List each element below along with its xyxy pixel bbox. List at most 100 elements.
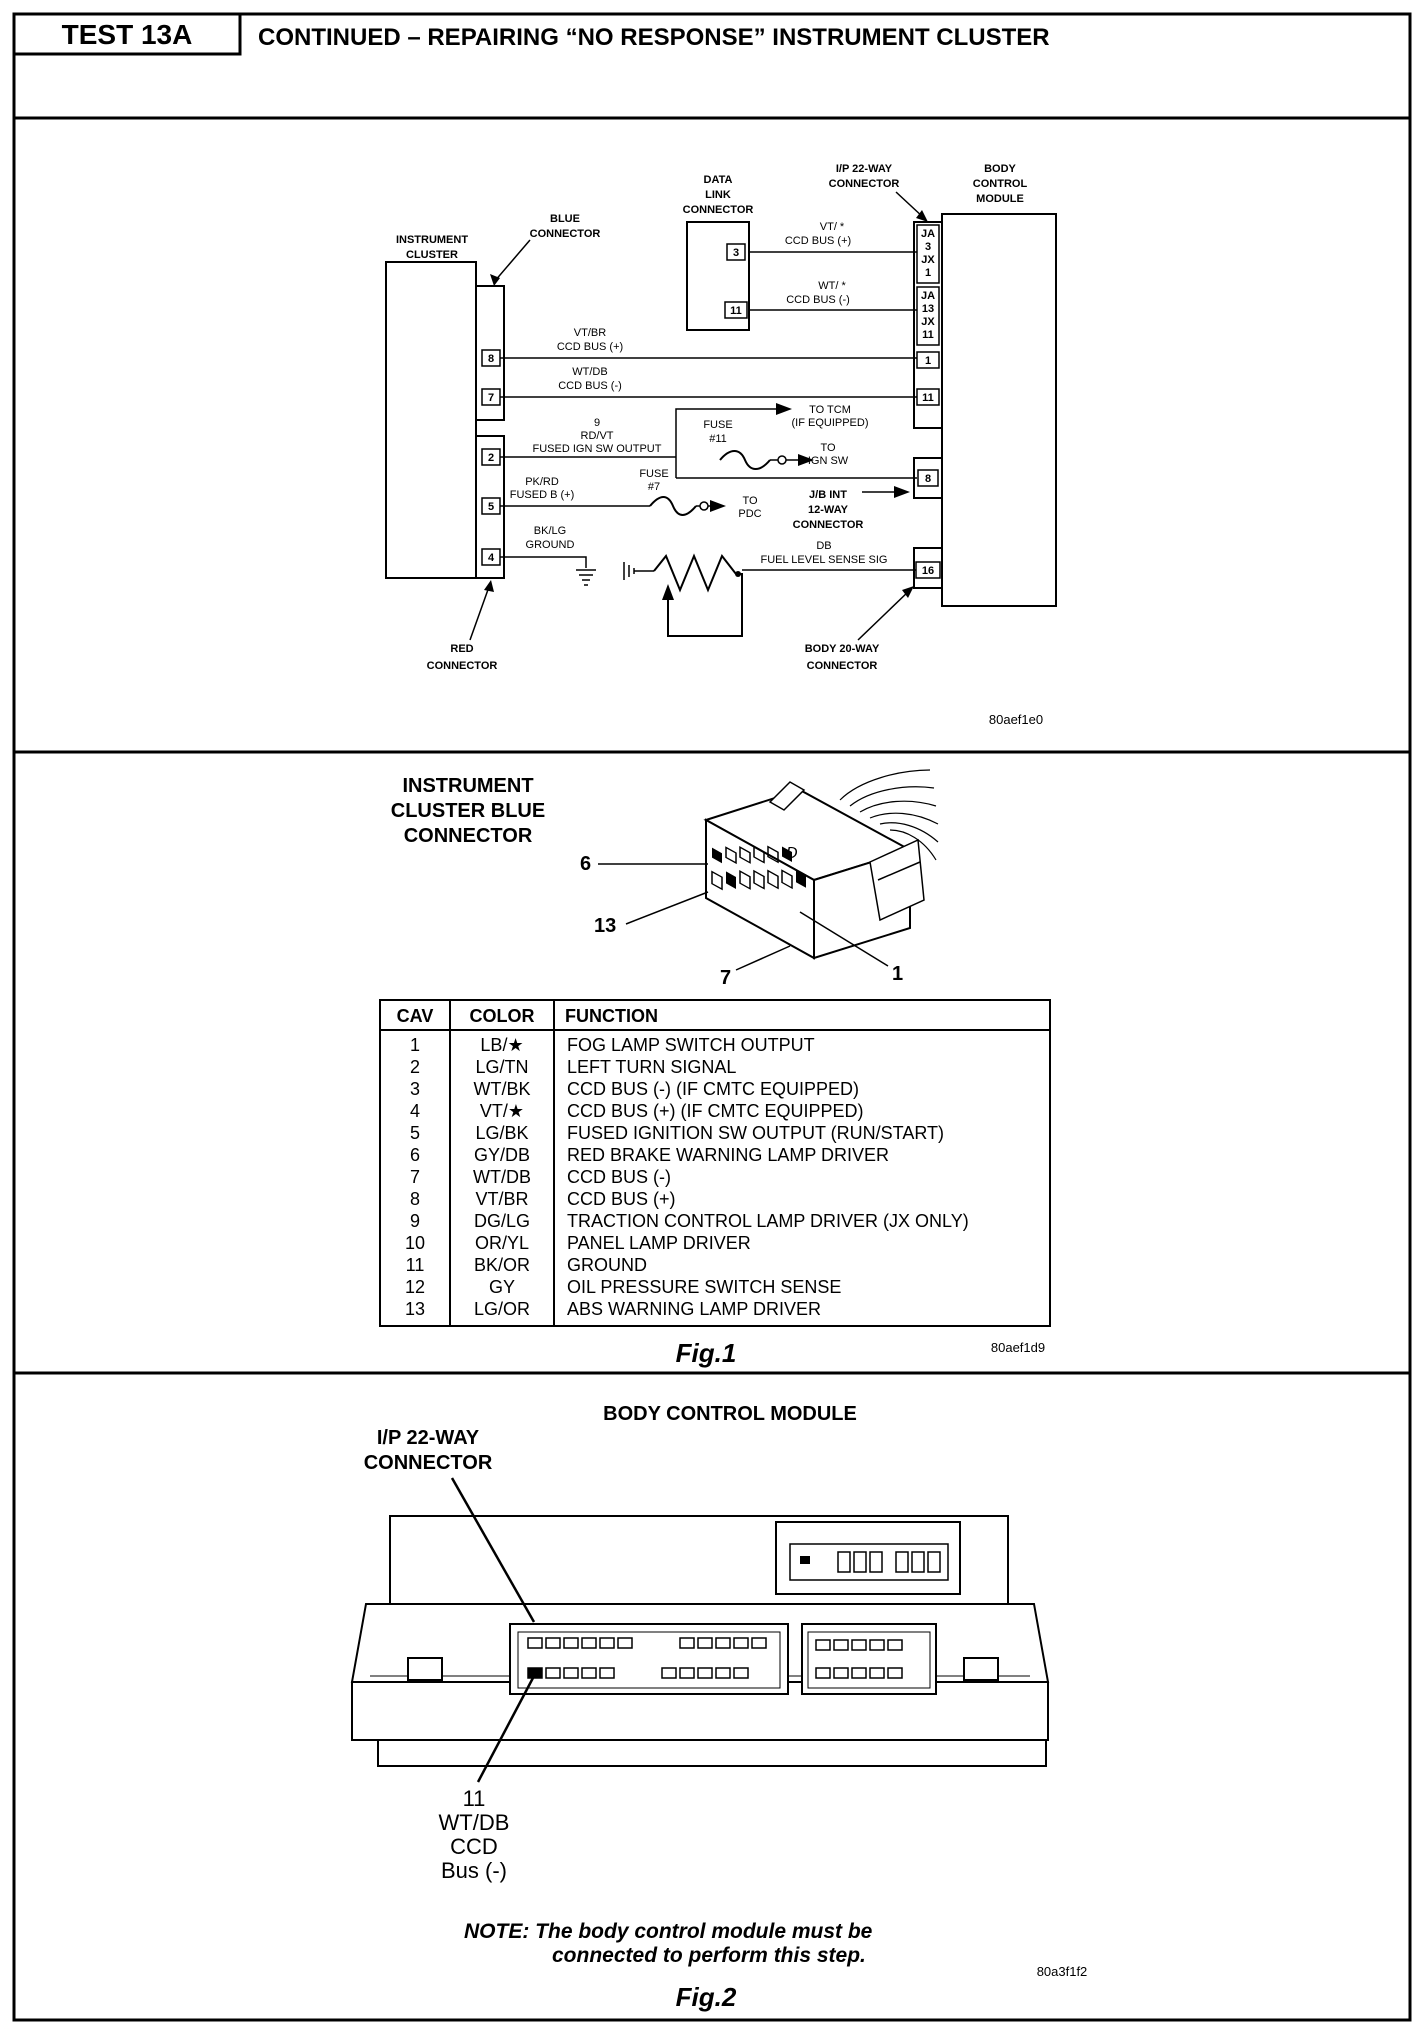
cavity-top-3 <box>739 846 751 864</box>
dlc-pin-3-box <box>726 243 746 261</box>
function-11: GROUND <box>567 1255 647 1275</box>
ip22-top-pin-9 <box>715 1637 731 1649</box>
cavity-top-2 <box>725 846 737 865</box>
function-13: ABS WARNING LAMP DRIVER <box>567 1299 821 1319</box>
function-6: RED BRAKE WARNING LAMP DRIVER <box>567 1145 889 1165</box>
c2-top-pin-2 <box>833 1639 849 1651</box>
cavity-bot-1 <box>711 870 723 891</box>
color-3: WT/BK <box>474 1079 531 1099</box>
cav-7: 7 <box>410 1167 420 1187</box>
wire-bklg-label-2: GROUND <box>526 539 575 551</box>
cav-2: 2 <box>410 1057 420 1077</box>
dlc-label-2: LINK <box>705 189 731 201</box>
fig1-label: Fig.1 <box>676 1338 737 1368</box>
cav-4: 4 <box>410 1101 420 1121</box>
dlc-pin-3: 3 <box>733 247 739 259</box>
ip22-top-pin-6 <box>617 1637 633 1649</box>
wire-rdvt-label-1: 9 <box>594 417 600 429</box>
fig2-code: 80a3f1f2 <box>1037 1964 1088 1979</box>
bcm-top-pin-2 <box>837 1551 851 1573</box>
function-2: LEFT TURN SIGNAL <box>567 1057 736 1077</box>
connector-tab <box>869 838 925 922</box>
blue-connector <box>475 285 505 421</box>
function-10: PANEL LAMP DRIVER <box>567 1233 751 1253</box>
wire-wt-label-2: CCD BUS (-) <box>786 294 850 306</box>
body20-arrowhead <box>902 586 914 598</box>
bcm-pin-ja3-1: JA <box>921 228 935 240</box>
th-color: COLOR <box>470 1006 535 1026</box>
fig2-pin-pointer <box>476 1675 536 1783</box>
bcm-top-pin-5 <box>895 1551 909 1573</box>
cavity-bot-5 <box>767 869 779 890</box>
color-6: GY/DB <box>474 1145 530 1165</box>
fig2-pin-label-1: 11 <box>463 1786 486 1811</box>
color-11: BK/OR <box>474 1255 530 1275</box>
ip22-bottom-pin-2 <box>545 1667 561 1679</box>
function-4: CCD BUS (+) (IF CMTC EQUIPPED) <box>567 1101 864 1121</box>
cavity-bot-7 <box>796 870 806 888</box>
body20-label-1: BODY 20-WAY <box>805 643 880 655</box>
ip22-top-pin-3 <box>563 1637 579 1649</box>
connector-latch <box>768 781 806 811</box>
wire-bk-lg <box>500 556 587 568</box>
c2-bottom-pin-2 <box>833 1667 849 1679</box>
ip22-label-1: I/P 22-WAY <box>836 163 893 175</box>
callout-7-line <box>735 945 791 971</box>
fig2-pin-label-4: Bus (-) <box>441 1858 507 1883</box>
jb-int-label-3: CONNECTOR <box>793 519 864 531</box>
cav-12: 12 <box>405 1277 425 1297</box>
c2-bottom-pin-5 <box>887 1667 903 1679</box>
page-frame <box>12 12 1412 2022</box>
ip-22way-connector-inner <box>517 1631 781 1689</box>
bcm-module-drawing <box>350 1515 1050 1767</box>
pdc-terminal <box>699 501 709 511</box>
blue-connector-label-2: CONNECTOR <box>530 228 601 240</box>
cav-5: 5 <box>410 1123 420 1143</box>
bcm-pin-8-box <box>917 469 939 487</box>
dlc-pin-11: 11 <box>730 305 742 317</box>
ip22-top-pin-7 <box>679 1637 695 1649</box>
blue-connector-pointer <box>493 239 531 283</box>
fig2-title: BODY CONTROL MODULE <box>603 1403 857 1425</box>
function-9: TRACTION CONTROL LAMP DRIVER (JX ONLY) <box>567 1211 969 1231</box>
fig1-code: 80aef1d9 <box>991 1340 1045 1355</box>
ip22-top-pin-11 <box>751 1637 767 1649</box>
bcm-pin-11: 11 <box>922 392 934 404</box>
body-control-module-box <box>941 213 1057 607</box>
wire-to-tcm <box>675 408 780 457</box>
function-12: OIL PRESSURE SWITCH SENSE <box>567 1277 841 1297</box>
fuse7-label-1: FUSE <box>639 468 668 480</box>
fuse-11-symbol <box>719 450 771 470</box>
c2-bottom-pin-3 <box>851 1667 867 1679</box>
red-connector-arrowhead <box>484 580 494 592</box>
c2-bottom-pin-4 <box>869 1667 885 1679</box>
dlc-pin-11-box <box>724 301 748 319</box>
wire-wtdb-label-2: CCD BUS (-) <box>558 380 622 392</box>
red-connector-label-1: RED <box>450 643 473 655</box>
wire-pkrd-label-2: FUSED B (+) <box>510 489 574 501</box>
callout-6: 6 <box>580 853 591 875</box>
callout-1: 1 <box>892 963 903 985</box>
wire-bundle-5 <box>879 822 939 843</box>
bcm-top-connector-inner <box>789 1543 949 1581</box>
color-12: GY <box>489 1277 515 1297</box>
callout-13: 13 <box>594 915 616 937</box>
ip22-bottom-pin-6 <box>661 1667 677 1679</box>
bcm-pin-ja3-3: JX <box>921 254 935 266</box>
function-1: FOG LAMP SWITCH OUTPUT <box>567 1035 815 1055</box>
wire-wtdb-label-1: WT/DB <box>572 366 607 378</box>
bcm-left-tab <box>407 1657 443 1681</box>
c2-top-pin-4 <box>869 1639 885 1651</box>
cav-table-frame <box>379 999 1051 1327</box>
to-pdc-label-2: PDC <box>738 508 761 520</box>
color-5: LG/BK <box>475 1123 528 1143</box>
bcm-pin-ja13-3: JX <box>921 316 935 328</box>
instrument-cluster-label-2: CLUSTER <box>406 249 458 261</box>
